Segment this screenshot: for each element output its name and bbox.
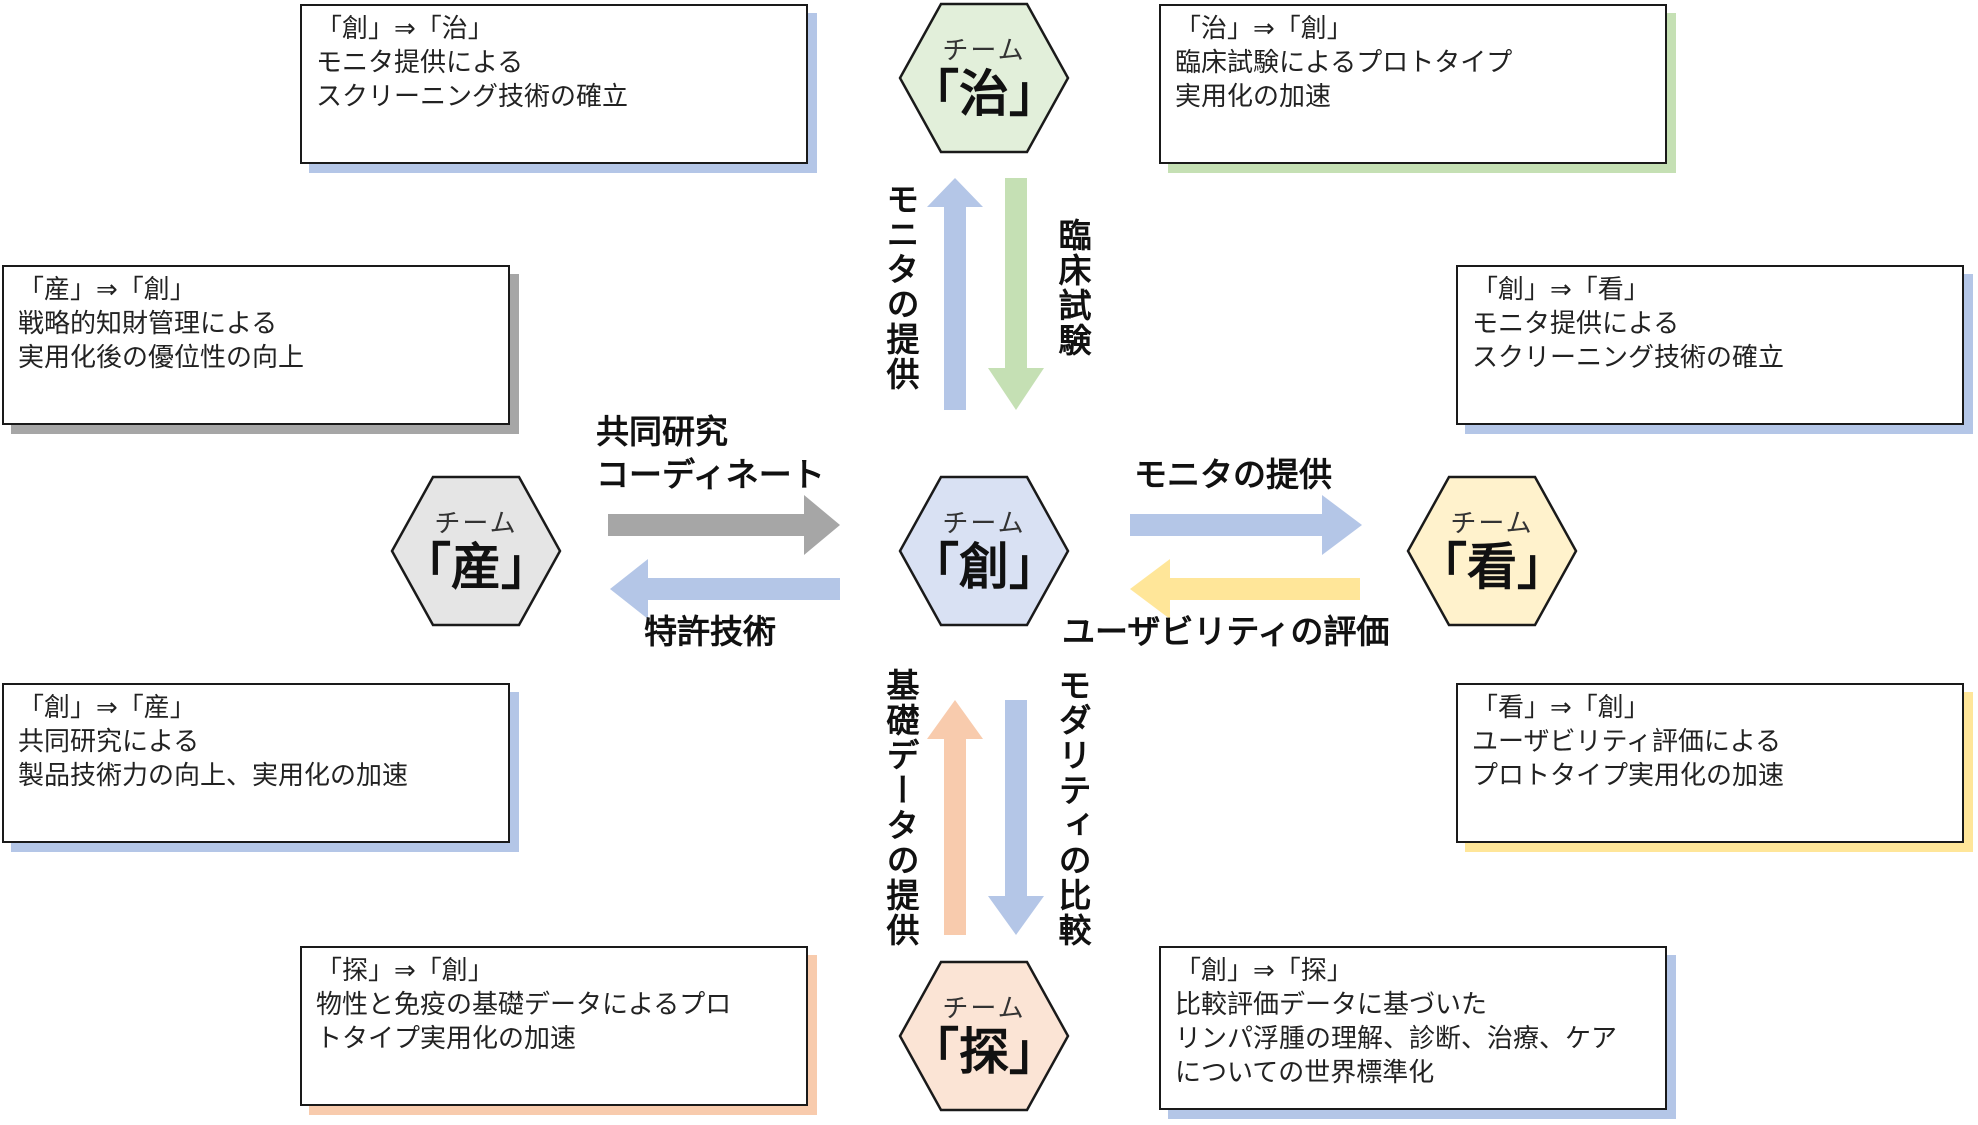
team-label: チーム [434,509,518,539]
arrow-down-clinical [988,178,1044,410]
arrow-up-monitor [927,178,983,410]
team-nursing-hexagon: チーム 「看」 [1406,475,1578,627]
box-create-to-nursing: 「創」⇒「看」 モニタ提供による スクリーニング技術の確立 [1456,265,1964,425]
box-line: リンパ浮腫の理解、診断、治療、ケア [1175,1024,1618,1054]
box-industry-to-create: 「産」⇒「創」 戦略的知財管理による 実用化後の優位性の向上 [2,265,510,425]
box-line: 「治」⇒「創」 [1175,14,1353,44]
label-coordinate: コーディネート [596,455,825,494]
box-line: トタイプ実用化の加速 [316,1024,577,1054]
box-line: ユーザビリティ評価による [1472,727,1782,757]
box-line: 「探」⇒「創」 [316,956,494,986]
team-name: 「探」 [909,1023,1059,1081]
arrow-left-usability [1130,559,1360,619]
box-line: 戦略的知財管理による [18,309,278,339]
box-line: 「創」⇒「産」 [18,693,196,723]
box-create-to-industry: 「創」⇒「産」 共同研究による 製品技術力の向上、実用化の加速 [2,683,510,843]
team-cure-hexagon: チーム 「治」 [898,2,1070,154]
team-name: 「産」 [401,538,551,596]
team-label: チーム [1450,509,1534,539]
label-usability: ユーザビリティの評価 [1062,612,1390,651]
box-line: 臨床試験によるプロトタイプ [1175,48,1513,78]
box-line: 実用化の加速 [1175,82,1332,112]
team-label: チーム [942,994,1026,1024]
box-line: モニタ提供による [1472,309,1680,339]
team-name: 「創」 [909,538,1059,596]
box-line: 「創」⇒「看」 [1472,275,1650,305]
team-create-hexagon: チーム 「創」 [898,475,1070,627]
team-label: チーム [942,36,1026,66]
box-create-to-cure: 「創」⇒「治」 モニタ提供による スクリーニング技術の確立 [300,4,808,164]
label-modality: モダリティの比較 [1053,668,1092,948]
label-clinical-trial: 臨床試験 [1053,218,1092,358]
box-line: モニタ提供による [316,48,524,78]
box-nursing-to-create: 「看」⇒「創」 ユーザビリティ評価による プロトタイプ実用化の加速 [1456,683,1964,843]
box-line: プロトタイプ実用化の加速 [1472,761,1785,791]
arrow-up-basic-data [927,700,983,935]
box-line: 製品技術力の向上、実用化の加速 [18,761,409,791]
box-explore-to-create: 「探」⇒「創」 物性と免疫の基礎データによるプロ トタイプ実用化の加速 [300,946,808,1106]
arrow-right-coordinate [608,495,840,555]
box-line: 「創」⇒「治」 [316,14,494,44]
box-line: スクリーニング技術の確立 [316,82,629,112]
box-line: 比較評価データに基づいた [1175,990,1488,1020]
team-name: 「看」 [1417,538,1567,596]
team-industry-hexagon: チーム 「産」 [390,475,562,627]
box-line: スクリーニング技術の確立 [1472,343,1785,373]
team-explore-hexagon: チーム 「探」 [898,960,1070,1112]
box-line: 「創」⇒「探」 [1175,956,1353,986]
box-create-to-explore: 「創」⇒「探」 比較評価データに基づいた リンパ浮腫の理解、診断、治療、ケア に… [1159,946,1667,1110]
box-cure-to-create: 「治」⇒「創」 臨床試験によるプロトタイプ 実用化の加速 [1159,4,1667,164]
box-line: 共同研究による [18,727,200,757]
team-label: チーム [942,509,1026,539]
label-joint-research: 共同研究 [596,412,728,451]
box-line: 「看」⇒「創」 [1472,693,1650,723]
box-line: 「産」⇒「創」 [18,275,196,305]
label-patent-tech: 特許技術 [644,612,776,651]
label-monitor-up: モニタの提供 [881,182,920,392]
box-line: 物性と免疫の基礎データによるプロ [316,990,732,1020]
arrow-right-monitor [1130,495,1362,555]
arrow-left-patent [610,559,840,619]
arrow-down-modality [988,700,1044,935]
label-basic-data: 基礎データの提供 [881,668,920,948]
box-line: についての世界標準化 [1175,1058,1435,1088]
label-monitor-right: モニタの提供 [1134,455,1332,494]
team-name: 「治」 [909,65,1059,123]
box-line: 実用化後の優位性の向上 [18,343,305,373]
